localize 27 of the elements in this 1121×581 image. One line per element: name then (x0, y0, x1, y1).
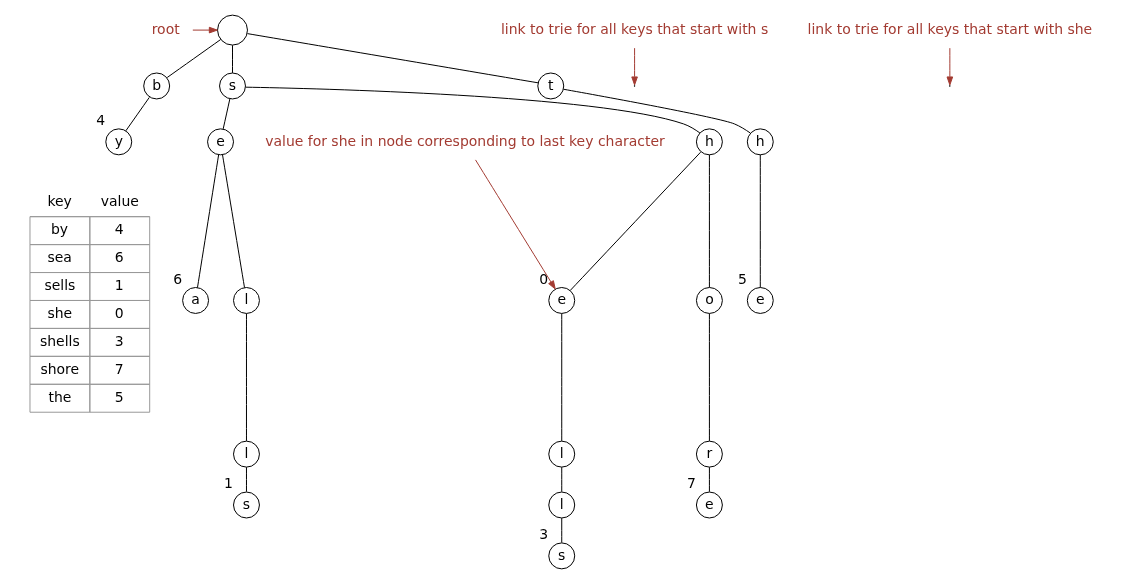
label: 6 (114, 249, 124, 266)
node-label: 6 (173, 270, 183, 287)
label: 4 (114, 221, 124, 238)
label: by (50, 221, 69, 238)
label: shells (39, 333, 80, 350)
node-text: root (151, 20, 180, 37)
label: 3 (114, 333, 124, 350)
label: key (47, 193, 72, 210)
node-label: 5 (737, 270, 747, 287)
label: 1 (114, 277, 124, 294)
node-text: link to trie for all keys that start with s (500, 20, 769, 37)
node-label: 3 (539, 526, 549, 543)
label: 0 (114, 305, 124, 322)
label: she (47, 305, 73, 322)
node-label: 0 (539, 270, 549, 287)
label: shore (40, 361, 80, 378)
node-text: link to trie for all keys that start with she (807, 20, 1093, 37)
label: the (48, 388, 72, 405)
label: sea (47, 249, 72, 266)
label: value (100, 193, 139, 210)
label: 7 (114, 361, 124, 378)
node-text: value for she in node corresponding to last key character (265, 132, 665, 149)
label: 5 (114, 388, 124, 405)
node-label: 4 (96, 112, 106, 129)
node-label: 1 (224, 475, 233, 492)
node-label: 7 (687, 475, 696, 492)
label: sells (44, 277, 76, 294)
